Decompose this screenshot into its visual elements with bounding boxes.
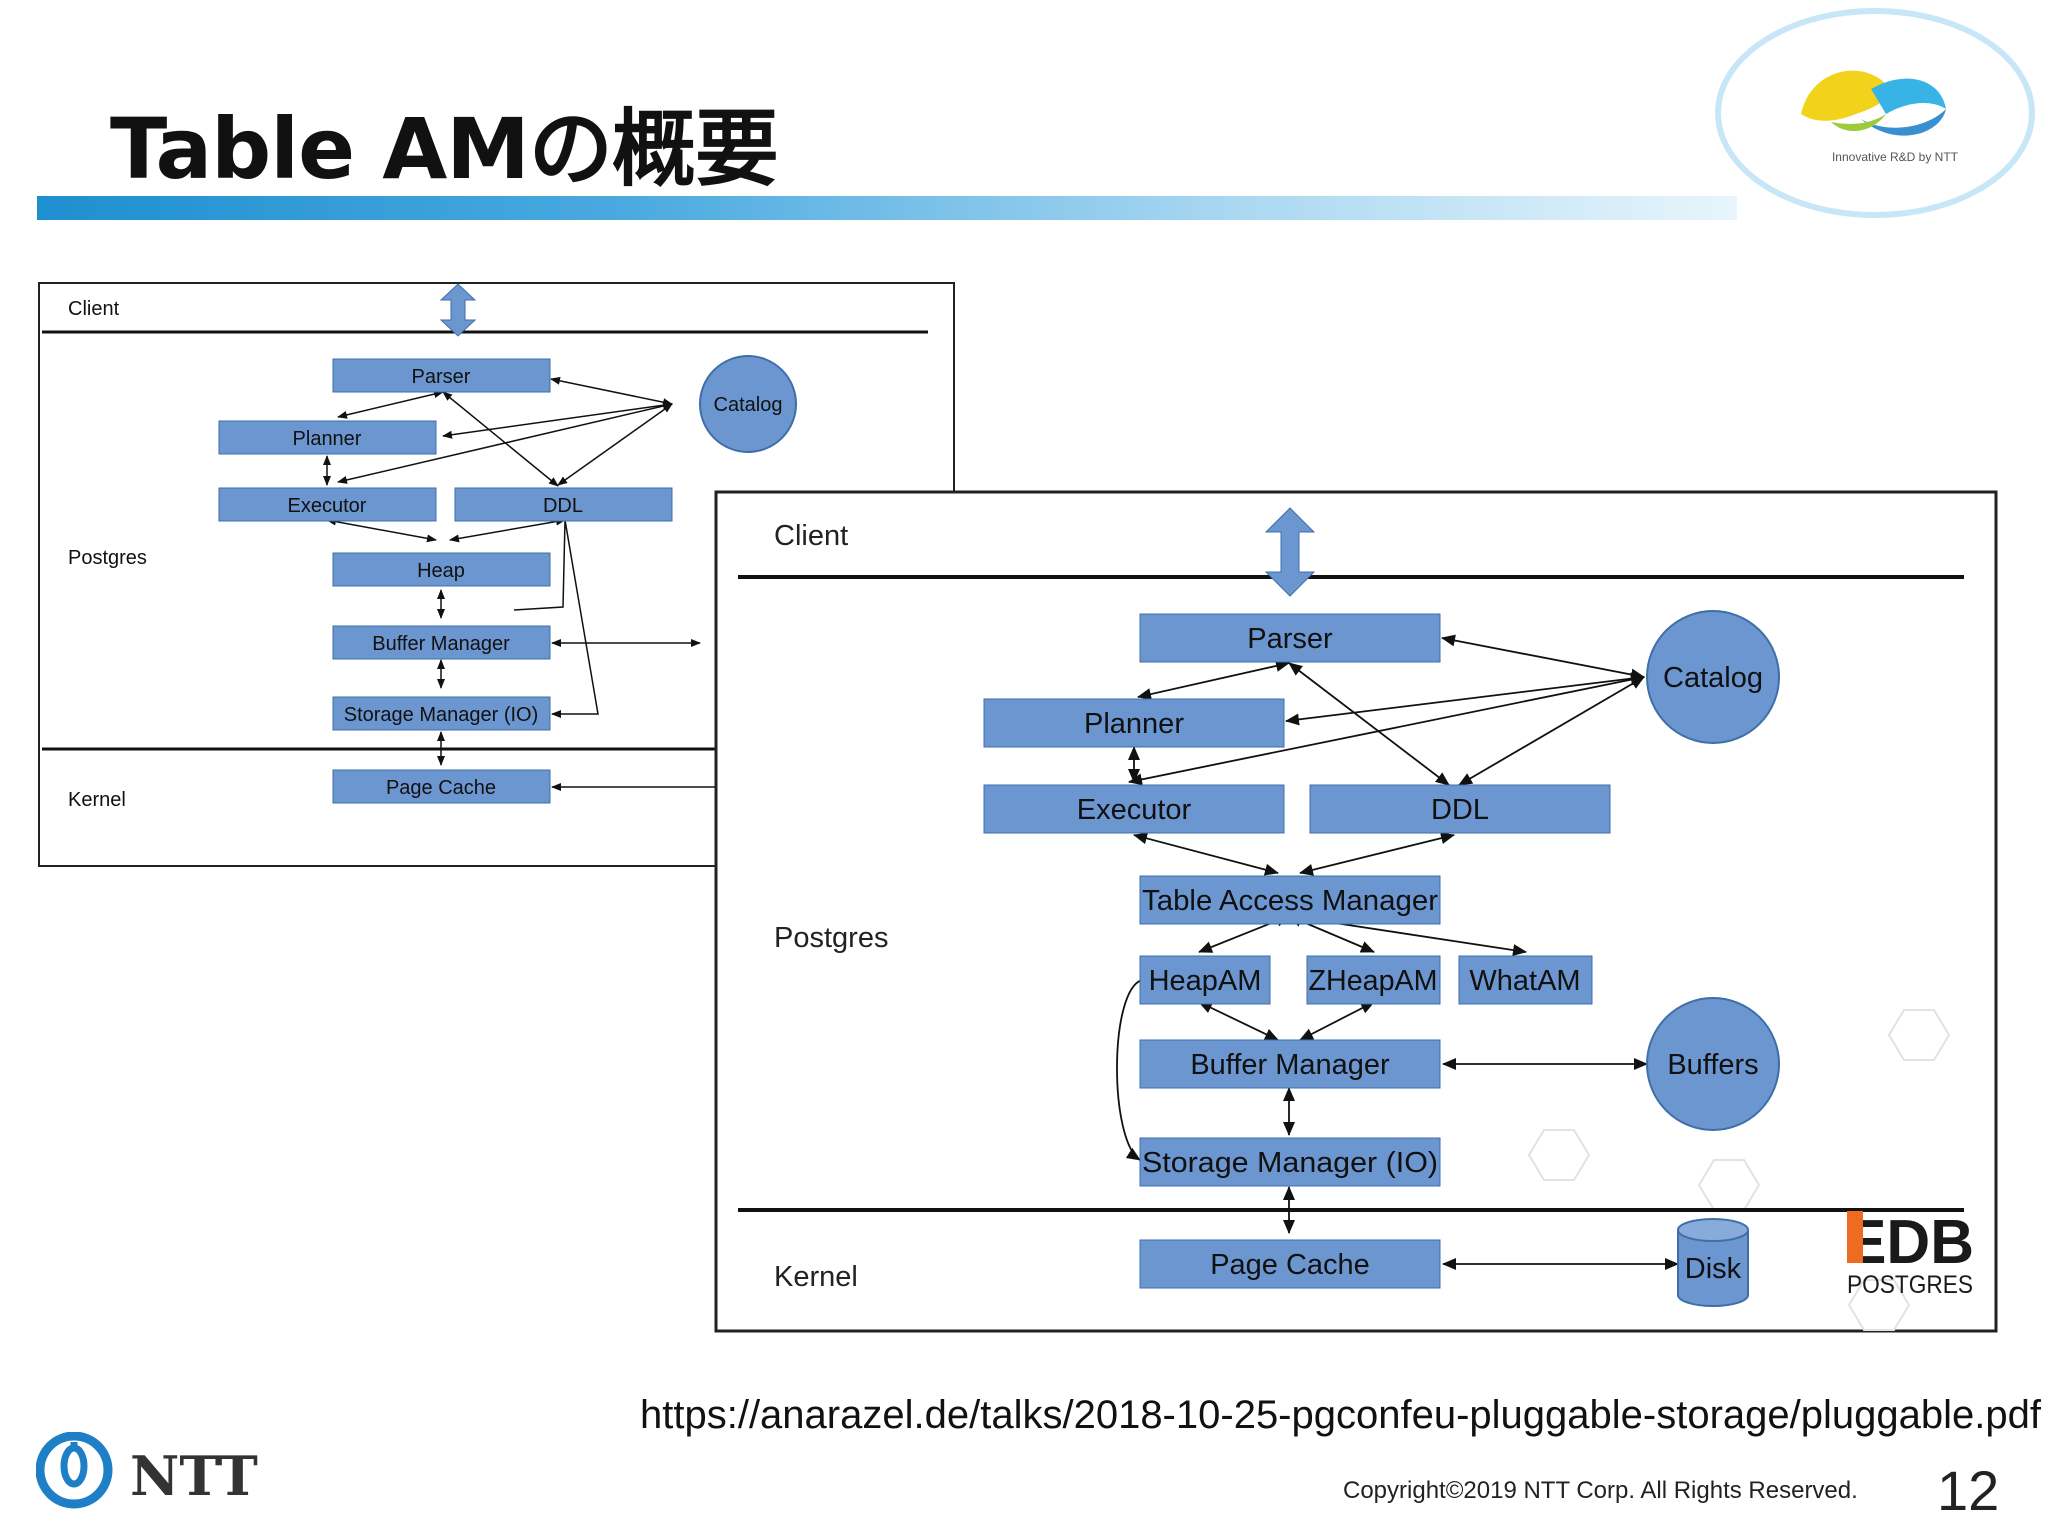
brand-logo <box>1715 8 2035 218</box>
title-accent-bar <box>37 196 1737 220</box>
edb-logo-mark: EDB <box>1846 1208 1974 1277</box>
old-parser-label: Parser <box>412 366 471 388</box>
old-page-cache-label: Page Cache <box>386 777 496 799</box>
new-executor-box: Executor <box>983 784 1285 834</box>
new-ddl-label: DDL <box>1431 794 1489 826</box>
new-parser-box: Parser <box>1139 613 1441 663</box>
new-buffers-circle: Buffers <box>1646 997 1780 1131</box>
new-page-cache-box: Page Cache <box>1139 1239 1441 1289</box>
new-heapam-box: HeapAM <box>1139 955 1271 1005</box>
old-executor-label: Executor <box>288 495 367 517</box>
new-layer-kernel: Kernel <box>774 1261 858 1293</box>
ntt-logo-icon <box>36 1432 113 1509</box>
edb-postgres-logo: EDB POSTGRES <box>1846 1208 1974 1299</box>
new-table-access-manager-label: Table Access Manager <box>1142 885 1438 917</box>
new-page-cache-label: Page Cache <box>1210 1249 1370 1281</box>
ntt-logo-text: NTT <box>130 1444 258 1508</box>
new-buffer-manager-box: Buffer Manager <box>1139 1039 1441 1089</box>
new-buffers-label: Buffers <box>1667 1049 1758 1081</box>
copyright-text: Copyright©2019 NTT Corp. All Rights Rese… <box>1343 1477 1858 1504</box>
new-planner-box: Planner <box>983 698 1285 748</box>
new-planner-label: Planner <box>1084 708 1184 740</box>
old-buffer-manager-label: Buffer Manager <box>372 633 510 655</box>
edb-logo-text: POSTGRES <box>1847 1271 1973 1299</box>
old-executor-box: Executor <box>218 487 437 522</box>
new-disk-label: Disk <box>1685 1253 1742 1285</box>
old-buffer-manager-box: Buffer Manager <box>332 625 551 660</box>
page-number: 12 <box>1937 1459 2000 1522</box>
old-planner-box: Planner <box>218 420 437 455</box>
old-parser-box: Parser <box>332 358 551 393</box>
new-ddl-box: DDL <box>1309 784 1611 834</box>
new-whatam-label: WhatAM <box>1469 965 1580 997</box>
new-layer-client: Client <box>774 520 848 552</box>
old-heap-box: Heap <box>332 552 551 587</box>
source-url: https://anarazel.de/talks/2018-10-25-pgc… <box>640 1393 2041 1437</box>
diagram-new: Client Postgres Kernel Parser Planner Ex… <box>714 490 1998 1333</box>
new-parser-label: Parser <box>1247 623 1333 655</box>
new-catalog-circle: Catalog <box>1646 610 1780 744</box>
old-client-arrow-icon <box>439 283 477 337</box>
new-catalog-label: Catalog <box>1663 662 1763 694</box>
old-catalog-circle: Catalog <box>699 355 797 453</box>
old-layer-postgres: Postgres <box>68 547 147 569</box>
old-heap-label: Heap <box>417 560 465 582</box>
new-whatam-box: WhatAM <box>1458 955 1593 1005</box>
new-layer-postgres: Postgres <box>774 922 888 954</box>
new-table-access-manager-box: Table Access Manager <box>1139 875 1441 925</box>
new-executor-label: Executor <box>1077 794 1192 826</box>
old-ddl-box: DDL <box>454 487 673 522</box>
old-planner-label: Planner <box>293 428 362 450</box>
old-layer-client: Client <box>68 298 120 320</box>
old-storage-manager-box: Storage Manager (IO) <box>332 696 551 731</box>
old-page-cache-box: Page Cache <box>332 769 551 804</box>
brand-tagline: Innovative R&D by NTT <box>1831 150 1959 164</box>
new-client-arrow-icon <box>1264 507 1316 597</box>
old-catalog-label: Catalog <box>714 394 783 416</box>
old-layer-kernel: Kernel <box>68 789 126 811</box>
new-heapam-label: HeapAM <box>1149 965 1262 997</box>
new-zheapam-label: ZHeapAM <box>1309 965 1438 997</box>
new-storage-manager-box: Storage Manager (IO) <box>1139 1137 1441 1187</box>
new-buffer-manager-label: Buffer Manager <box>1190 1049 1390 1081</box>
new-storage-manager-label: Storage Manager (IO) <box>1142 1147 1438 1179</box>
old-ddl-label: DDL <box>543 495 583 517</box>
old-storage-manager-label: Storage Manager (IO) <box>344 704 539 726</box>
new-zheapam-box: ZHeapAM <box>1306 955 1441 1005</box>
new-disk-cylinder: Disk <box>1677 1218 1749 1307</box>
brand-swirl-icon <box>1801 70 1946 136</box>
slide-title: Table AMの概要 <box>110 100 779 198</box>
